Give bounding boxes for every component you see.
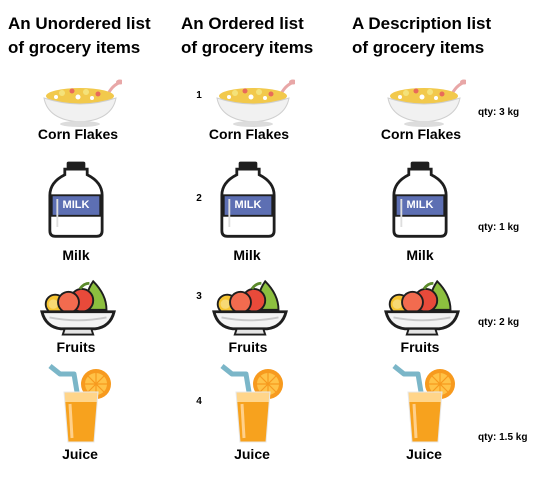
description-title-line1: A Description list: [352, 14, 492, 33]
item-quantity: qty: 2 kg: [478, 317, 520, 328]
cereal-bowl-icon: [215, 78, 295, 128]
item-label: Fruits: [400, 339, 440, 355]
item-label: Corn Flakes: [380, 126, 462, 142]
juice-glass-icon: [48, 364, 112, 444]
item-quantity: qty: 1.5 kg: [478, 432, 528, 443]
unordered-title-line1: An Unordered list: [8, 14, 151, 33]
fruit-bowl-icon: [40, 276, 116, 338]
fruit-bowl-icon: [212, 276, 288, 338]
item-number: 3: [196, 291, 202, 302]
milk-badge-text: MILK: [62, 199, 90, 211]
item-label: Corn Flakes: [37, 126, 119, 142]
item-label: Juice: [234, 446, 270, 462]
description-list-title: A Description list of grocery items: [352, 12, 491, 60]
ordered-title-line2: of grocery items: [181, 38, 314, 57]
ordered-list-title: An Ordered list of grocery items: [181, 12, 313, 60]
item-number: 2: [196, 193, 202, 204]
juice-glass-icon: [392, 364, 456, 444]
item-label: Juice: [406, 446, 442, 462]
unordered-list-title: An Unordered list of grocery items: [8, 12, 151, 60]
item-label: Fruits: [228, 339, 268, 355]
item-quantity: qty: 1 kg: [478, 222, 520, 233]
juice-glass-icon: [220, 364, 284, 444]
item-number: 1: [196, 90, 202, 101]
description-title-line2: of grocery items: [352, 38, 485, 57]
item-label: Milk: [406, 247, 434, 263]
item-label: Fruits: [56, 339, 96, 355]
ordered-title-line1: An Ordered list: [181, 14, 304, 33]
cereal-bowl-icon: [386, 78, 466, 128]
item-label: Milk: [233, 247, 261, 263]
item-label: Juice: [62, 446, 98, 462]
item-quantity: qty: 3 kg: [478, 107, 520, 118]
item-number: 4: [196, 396, 202, 407]
milk-badge-text: MILK: [234, 199, 262, 211]
item-label: Milk: [62, 247, 90, 263]
milk-badge-text: MILK: [406, 199, 434, 211]
fruit-bowl-icon: [384, 276, 460, 338]
unordered-title-line2: of grocery items: [8, 38, 141, 57]
cereal-bowl-icon: [42, 78, 122, 128]
item-label: Corn Flakes: [208, 126, 290, 142]
